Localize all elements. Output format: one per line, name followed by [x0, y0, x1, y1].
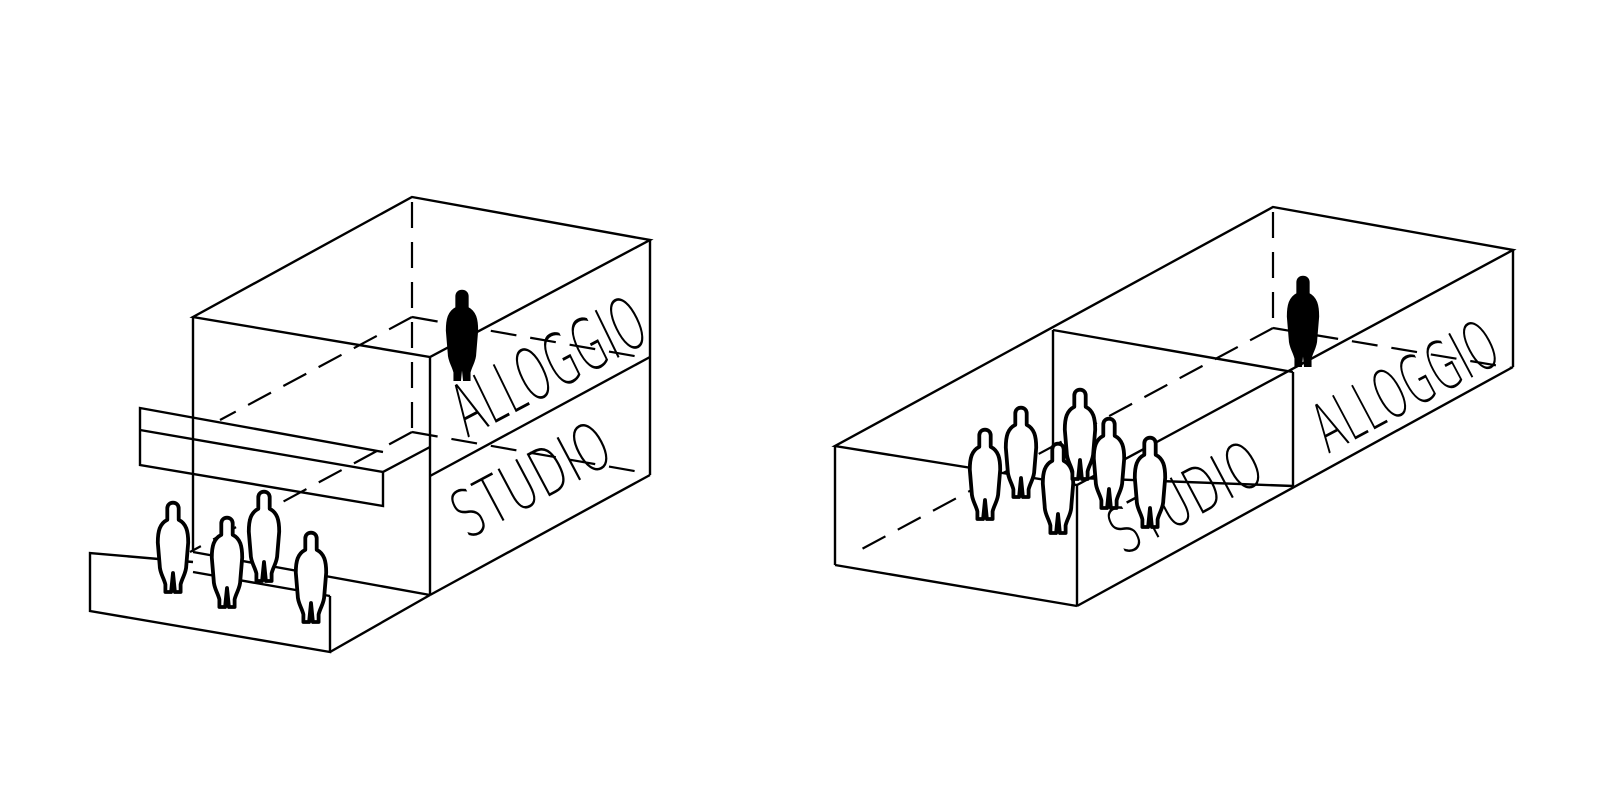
person-figure	[293, 530, 329, 624]
left-volume-upper-slab	[138, 406, 431, 508]
person-figure	[1286, 275, 1320, 367]
right-volume-right-label: ALLOGGIO	[1299, 305, 1513, 469]
right-volume-box	[831, 205, 1517, 608]
person-figure	[967, 427, 1003, 521]
left-volume-box	[189, 195, 654, 597]
person-figure	[1091, 416, 1127, 510]
person-figure	[1003, 405, 1039, 499]
right-volume: STUDIO ALLOGGIO	[831, 205, 1517, 608]
left-volume: ALLOGGIO STUDIO	[88, 195, 660, 654]
person-figure	[155, 500, 191, 594]
person-figure	[209, 515, 245, 609]
person-figure	[246, 489, 282, 583]
person-figure	[1062, 387, 1098, 481]
